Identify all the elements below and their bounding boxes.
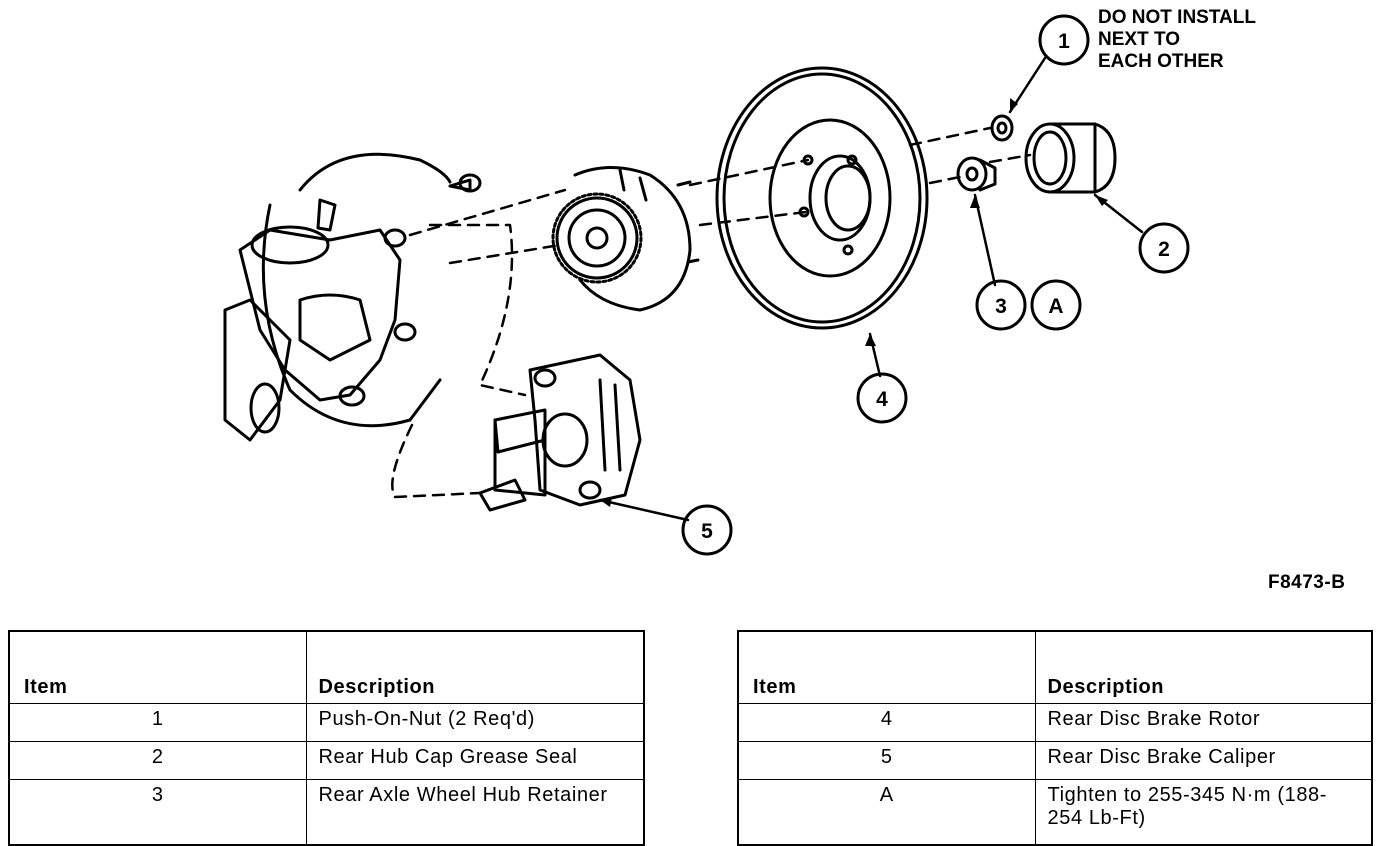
callout-3: 3 [995, 295, 1007, 318]
hub-retainer [956, 156, 997, 192]
leader-arrowheads [600, 98, 1108, 507]
item-description: Rear Disc Brake Caliper [1034, 741, 1373, 780]
figure-code: F8473-B [1268, 572, 1346, 593]
install-note-line-1: DO NOT INSTALL [1098, 7, 1256, 28]
item-number: 3 [8, 779, 307, 846]
table-row: 5 Rear Disc Brake Caliper [737, 741, 1373, 780]
grease-seal-cap [1024, 122, 1117, 194]
hub-bearing [551, 166, 700, 312]
table-row: 4 Rear Disc Brake Rotor [737, 703, 1373, 742]
item-description: Rear Axle Wheel Hub Retainer [305, 779, 645, 846]
parts-table-right: Item Description 4 Rear Disc Brake Rotor… [737, 630, 1373, 846]
header-item: Item [8, 630, 307, 704]
callout-5: 5 [701, 520, 713, 543]
item-number: 4 [737, 703, 1036, 742]
callout-1: 1 [1058, 30, 1070, 53]
item-number: 2 [8, 741, 307, 780]
header-description: Description [305, 630, 645, 704]
table-row: 1 Push-On-Nut (2 Req'd) [8, 703, 645, 742]
table-header-row: Item Description [737, 630, 1373, 704]
install-note-line-3: EACH OTHER [1098, 51, 1224, 72]
callout-circles [681, 14, 1190, 556]
brake-caliper [478, 353, 642, 512]
header-item: Item [737, 630, 1036, 704]
table-header-row: Item Description [8, 630, 645, 704]
table-row: 2 Rear Hub Cap Grease Seal [8, 741, 645, 780]
callout-a: A [1048, 295, 1063, 318]
item-description: Rear Hub Cap Grease Seal [305, 741, 645, 780]
item-description: Tighten to 255-345 N·m (188-254 Lb-Ft) [1034, 779, 1373, 846]
table-row: 3 Rear Axle Wheel Hub Retainer [8, 779, 645, 846]
item-description: Push-On-Nut (2 Req'd) [305, 703, 645, 742]
callout-2: 2 [1158, 238, 1170, 261]
knuckle-assembly [223, 152, 452, 442]
header-description: Description [1034, 630, 1373, 704]
brake-rotor [715, 66, 929, 330]
item-description: Rear Disc Brake Rotor [1034, 703, 1373, 742]
item-number: 5 [737, 741, 1036, 780]
callout-4: 4 [876, 388, 888, 411]
item-number: A [737, 779, 1036, 846]
push-on-nut [990, 114, 1014, 142]
item-number: 1 [8, 703, 307, 742]
bolt [448, 173, 482, 193]
exploded-view-diagram: 1 2 3 A 4 5 DO NOT INSTALL NEXT TO EACH … [223, 7, 1256, 556]
table-row: A Tighten to 255-345 N·m (188-254 Lb-Ft) [737, 779, 1373, 846]
alignment-lines [391, 126, 1032, 499]
parts-table-left: Item Description 1 Push-On-Nut (2 Req'd)… [8, 630, 645, 846]
install-note-line-2: NEXT TO [1098, 29, 1180, 50]
